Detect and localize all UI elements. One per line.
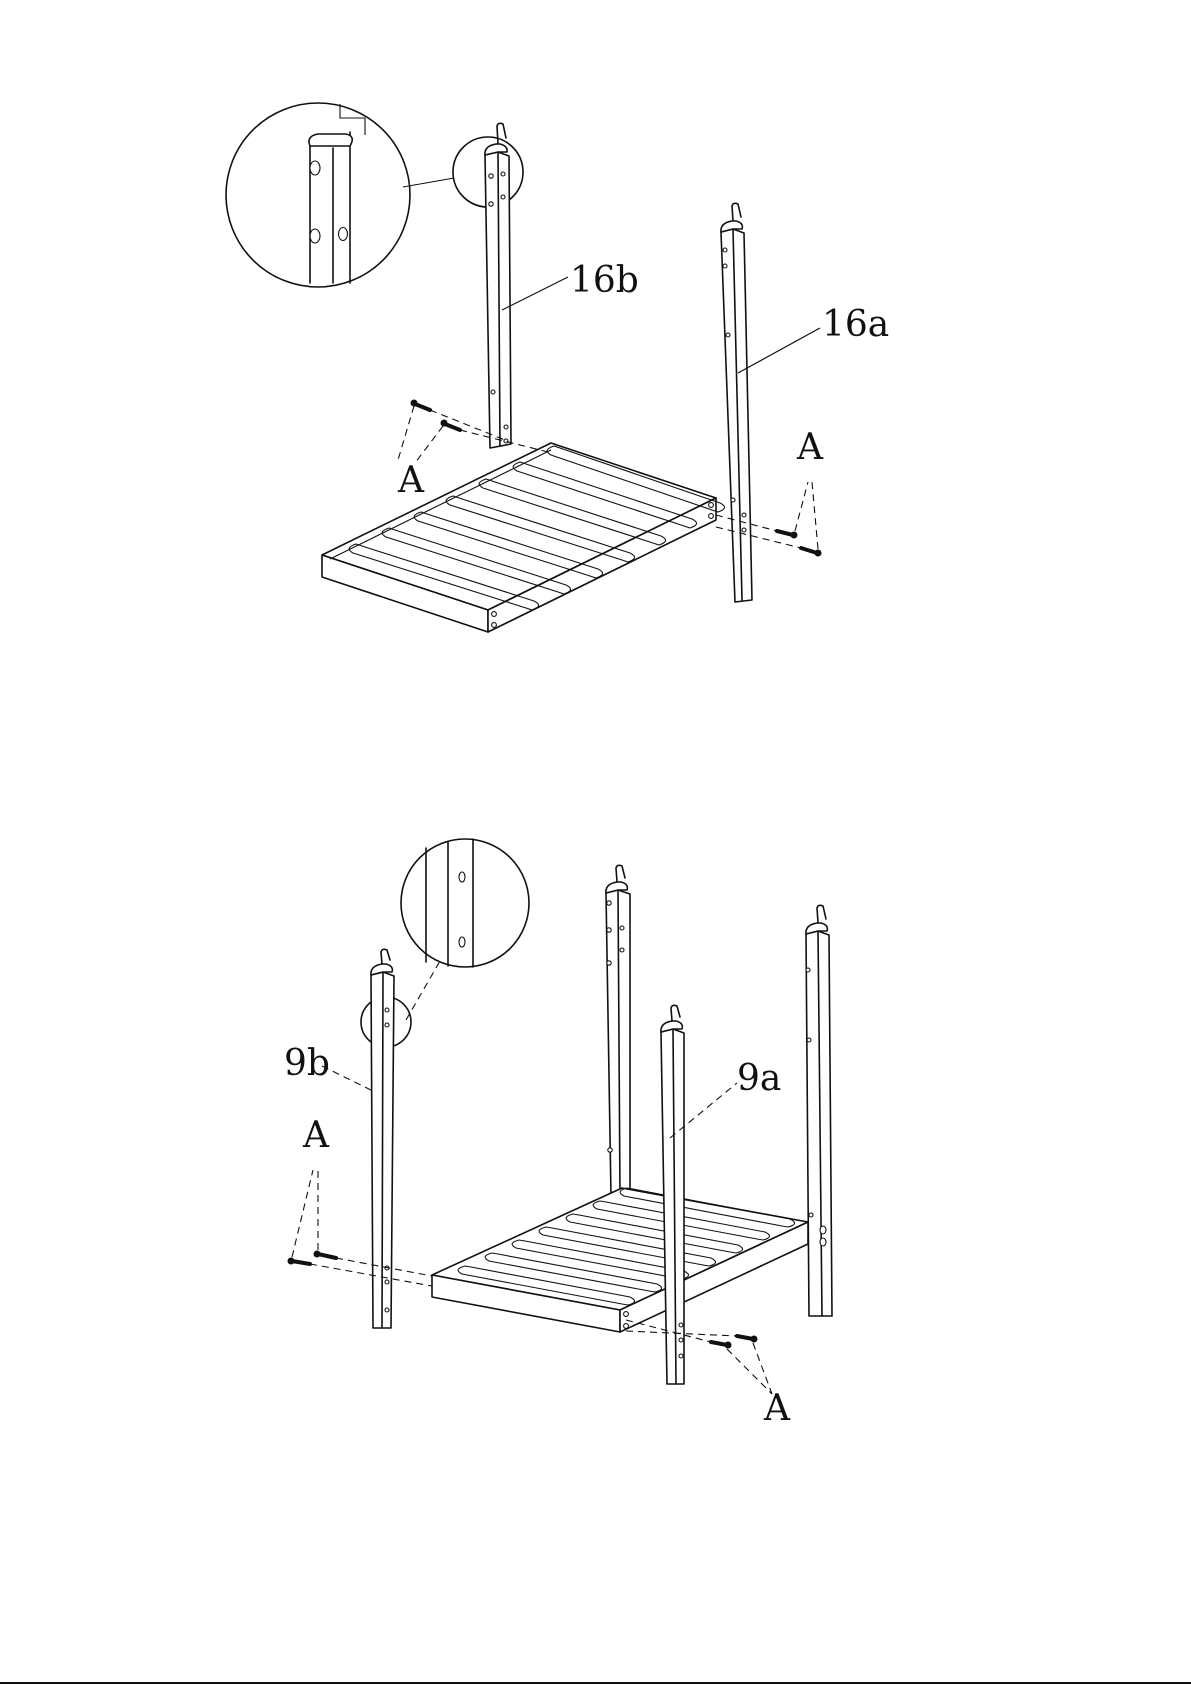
post-16a — [721, 203, 752, 602]
figure-top: 16b 16a A A — [226, 103, 889, 632]
label-screw-bottom-right: A — [763, 1388, 791, 1429]
detail-magnifier-top — [226, 103, 523, 287]
post-back-left — [606, 865, 630, 1197]
leader-16b — [502, 277, 568, 310]
label-9b: 9b — [284, 1043, 330, 1084]
screws-bottom-right — [626, 1320, 772, 1394]
post-16b — [485, 123, 511, 448]
label-16b: 16b — [570, 260, 639, 301]
screws-bottom-left — [288, 1170, 433, 1286]
label-16a: 16a — [822, 304, 889, 345]
post-back-right — [806, 905, 832, 1316]
label-screw-top-right: A — [796, 427, 824, 468]
post-9a — [661, 1005, 684, 1384]
shelf-bottom — [432, 1188, 808, 1332]
label-screw-top-left: A — [397, 460, 425, 501]
figure-bottom: 9b 9a A A — [284, 839, 832, 1429]
label-9a: 9a — [737, 1058, 781, 1099]
screws-top-left — [398, 400, 548, 464]
leader-16a — [738, 328, 820, 373]
post-9b — [371, 949, 394, 1328]
shelf-top — [322, 443, 725, 632]
label-screw-bottom-left: A — [302, 1115, 330, 1156]
